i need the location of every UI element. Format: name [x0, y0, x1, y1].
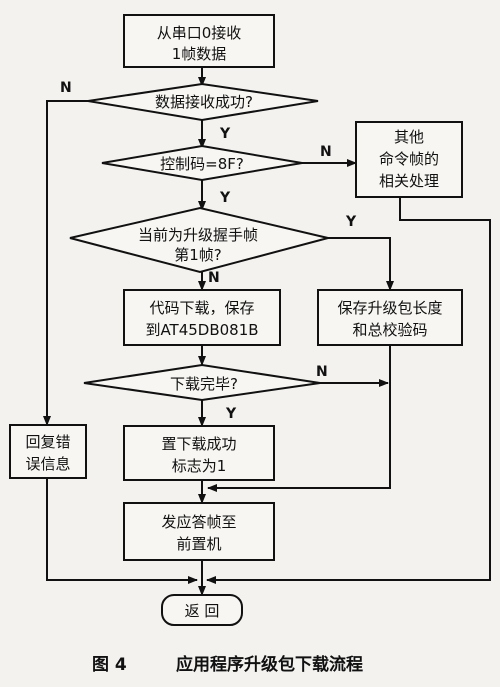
label-done-no: N [316, 364, 328, 380]
label-control-yes: Y [219, 190, 231, 206]
node-set-success: 置下载成功 标志为1 [123, 425, 275, 481]
edge-labels: N Y N Y Y N N Y [60, 80, 357, 422]
code-download-line-1: 代码下载，保存 [149, 299, 254, 317]
code-download-line-2: 到AT45DB081B [145, 321, 258, 339]
set-success-line-2: 标志为1 [172, 457, 227, 475]
label-success-no: N [60, 80, 72, 96]
figure-caption: 图 4 应用程序升级包下载流程 [92, 654, 363, 675]
connectors [43, 67, 491, 596]
reply-error-line-2: 误信息 [25, 455, 70, 473]
edge-handshake-yes [328, 237, 394, 291]
node-download-done: 下载完毕? [83, 363, 321, 402]
receive-frame-line-1: 从串口0接收 [157, 24, 242, 42]
edge-save-to-ack [207, 345, 391, 492]
label-done-yes: Y [225, 406, 237, 422]
node-receive-success: 数据接收成功? [87, 82, 319, 122]
node-save-length: 保存升级包长度 和总校验码 [317, 289, 463, 346]
node-return: 返 回 [161, 594, 243, 626]
node-reply-error: 回复错 误信息 [9, 424, 87, 479]
edge-error-to-return [46, 478, 198, 584]
other-cmd-line-3: 相关处理 [379, 172, 439, 190]
node-receive-frame: 从串口0接收 1帧数据 [123, 14, 275, 68]
save-length-line-1: 保存升级包长度 [337, 299, 442, 317]
first-handshake-line-1: 当前为升级握手帧 [138, 226, 258, 244]
edge-success-no [43, 100, 88, 426]
first-handshake-line-2: 第1帧? [174, 246, 222, 264]
download-done-label: 下载完毕? [170, 375, 238, 393]
label-control-no: N [320, 144, 332, 160]
caption-figure-number: 图 4 [92, 655, 127, 675]
send-ack-line-1: 发应答帧至 [161, 513, 236, 531]
label-handshake-yes: Y [345, 214, 357, 230]
node-send-ack: 发应答帧至 前置机 [123, 502, 275, 561]
label-handshake-no: N [208, 270, 220, 286]
receive-success-label: 数据接收成功? [155, 93, 253, 111]
node-other-cmd: 其他 命令帧的 相关处理 [355, 121, 463, 198]
edge-other-to-return [206, 197, 491, 584]
node-control-code: 控制码=8F? [101, 144, 303, 182]
other-cmd-line-1: 其他 [394, 128, 424, 146]
return-label: 返 回 [185, 602, 220, 620]
node-first-handshake: 当前为升级握手帧 第1帧? [69, 206, 329, 274]
label-success-yes: Y [219, 126, 231, 142]
other-cmd-line-2: 命令帧的 [379, 150, 439, 168]
send-ack-line-2: 前置机 [176, 535, 221, 553]
reply-error-line-1: 回复错 [25, 433, 70, 451]
caption-title: 应用程序升级包下载流程 [176, 654, 363, 675]
control-code-label: 控制码=8F? [160, 155, 244, 173]
set-success-line-1: 置下载成功 [161, 435, 236, 453]
receive-frame-line-2: 1帧数据 [172, 45, 227, 63]
save-length-line-2: 和总校验码 [352, 321, 427, 339]
node-code-download: 代码下载，保存 到AT45DB081B [123, 289, 281, 346]
